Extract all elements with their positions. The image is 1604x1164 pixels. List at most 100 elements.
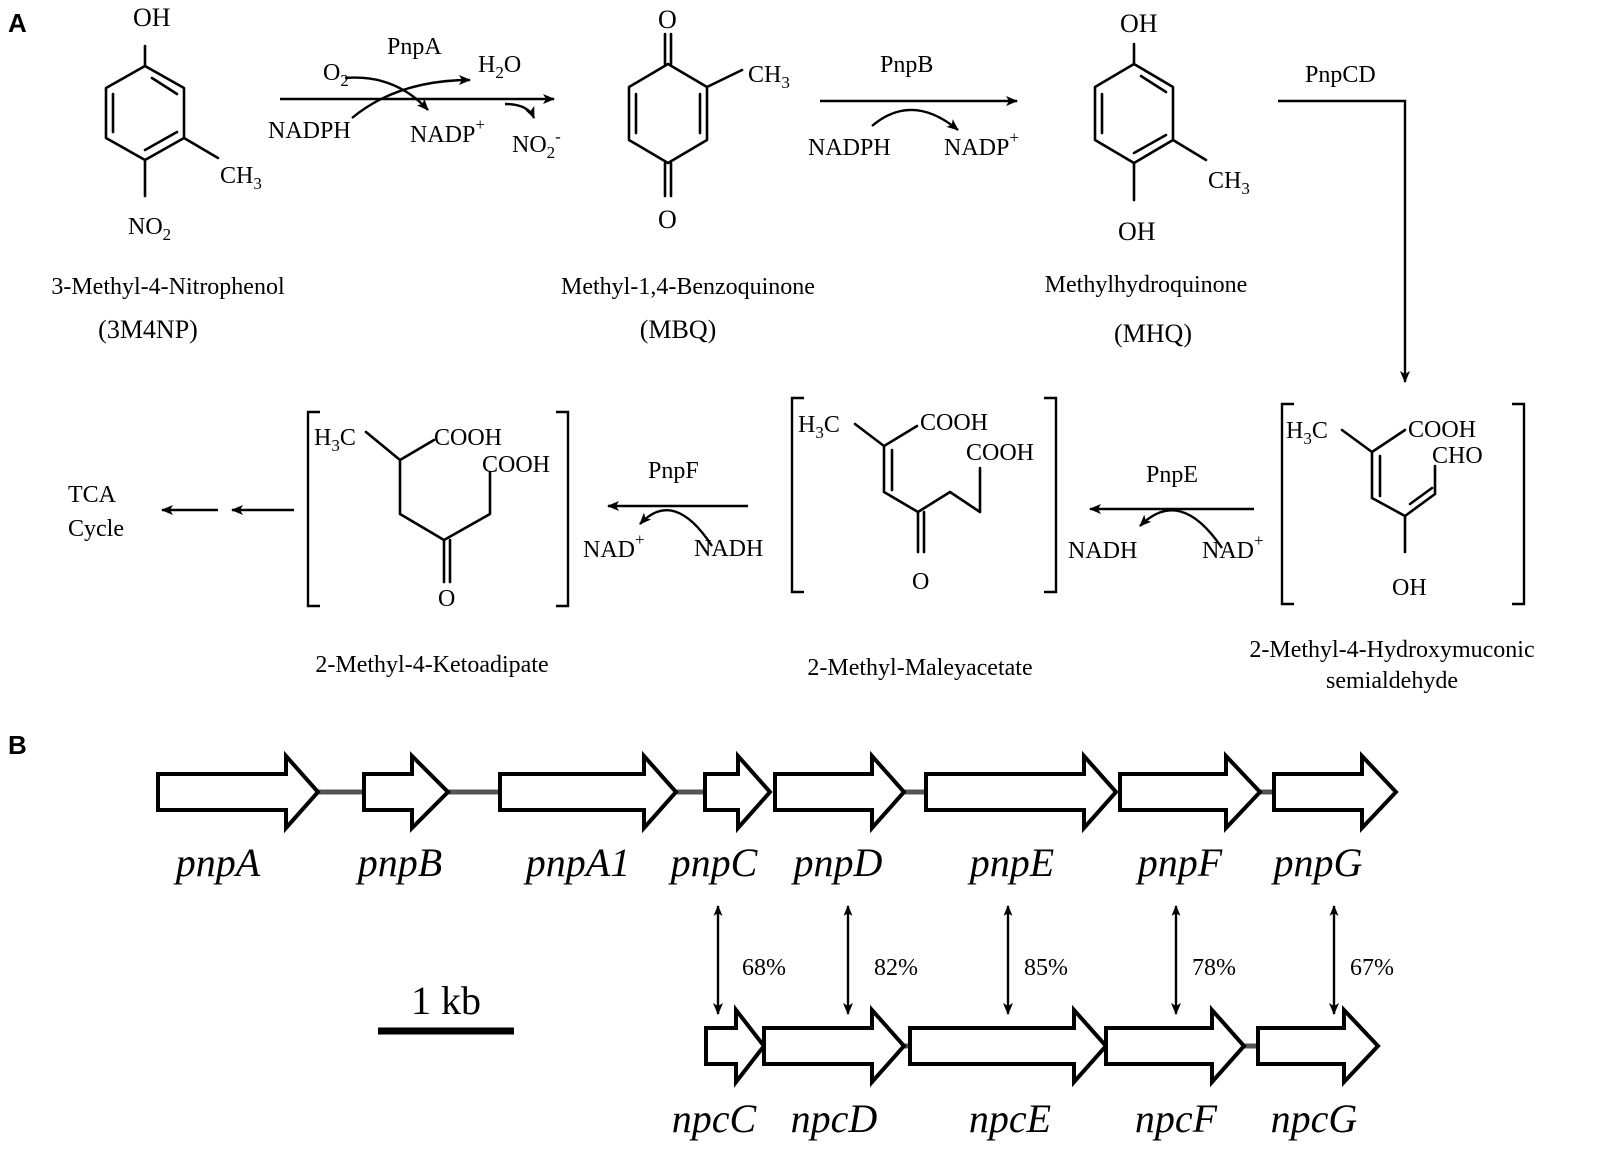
identity-e: 85% bbox=[1024, 955, 1068, 981]
label-o2: O2 bbox=[323, 60, 349, 90]
label-no2: NO2 bbox=[128, 214, 171, 244]
label-ch3: CH3 bbox=[220, 163, 262, 193]
gene-label-pnpd: pnpD bbox=[791, 840, 883, 885]
gene-arrow-pnpb bbox=[362, 751, 451, 833]
compound-hms-name-line1: 2-Methyl-4-Hydroxymuconic bbox=[1249, 637, 1534, 663]
gene-arrow-pnpa bbox=[156, 750, 321, 834]
gene-arrow-pnpg bbox=[1272, 750, 1399, 834]
compound-mhq-abbr: (MHQ) bbox=[1114, 319, 1192, 348]
enzyme-pnpf: PnpF bbox=[648, 458, 699, 484]
label-oh: OH bbox=[1392, 575, 1427, 601]
reaction-pnpf: PnpF NAD+ NADH bbox=[583, 458, 763, 563]
reaction-pnpe: PnpE NADH NAD+ bbox=[1068, 462, 1264, 564]
label-nadp-b: NADP+ bbox=[944, 128, 1019, 161]
label-oh-bottom: OH bbox=[1118, 217, 1156, 246]
label-nad-f: NAD+ bbox=[583, 530, 645, 563]
compound-mbq-structure: O O CH3 bbox=[627, 5, 790, 234]
label-h2o: H2O bbox=[478, 52, 521, 82]
enzyme-pnpcd: PnpCD bbox=[1305, 62, 1376, 88]
compound-mka-structure: H3C COOH COOH O bbox=[306, 410, 570, 612]
gene-arrow-npcc bbox=[704, 1004, 767, 1088]
gene-label-pnpb: pnpB bbox=[355, 840, 442, 885]
compound-mka-name: 2-Methyl-4-Ketoadipate bbox=[315, 652, 548, 678]
enzyme-pnpa: PnpA bbox=[387, 34, 442, 60]
label-cooh-1: COOH bbox=[920, 410, 988, 436]
gene-label-pnpa1: pnpA1 bbox=[523, 840, 630, 885]
label-oh: OH bbox=[133, 3, 171, 32]
compound-3m4np-name: 3-Methyl-4-Nitrophenol bbox=[51, 274, 285, 300]
reaction-pnpcd: PnpCD bbox=[1278, 62, 1410, 383]
bottom-gene-labels: npcC npcD npcE npcF npcG bbox=[672, 1096, 1358, 1141]
tca-label-line2: Cycle bbox=[68, 516, 124, 542]
enzyme-pnpb: PnpB bbox=[880, 52, 933, 78]
gene-label-pnpc: pnpC bbox=[668, 840, 759, 885]
identity-labels: 68% 82% 85% 78% 67% bbox=[742, 955, 1394, 981]
compound-mma-name: 2-Methyl-Maleyacetate bbox=[807, 655, 1032, 681]
label-h3c: H3C bbox=[1286, 418, 1328, 448]
label-cooh-2: COOH bbox=[482, 452, 550, 478]
gene-arrow-npcd bbox=[762, 1004, 907, 1088]
compound-mhq-name: Methylhydroquinone bbox=[1045, 272, 1248, 298]
label-no2-minus: NO2- bbox=[512, 127, 561, 162]
label-nadp-a: NADP+ bbox=[410, 115, 485, 148]
label-o-top: O bbox=[658, 5, 677, 34]
gene-arrow-pnpd bbox=[773, 750, 907, 834]
panel-a-label: A bbox=[8, 8, 27, 38]
scale-bar: 1 kb bbox=[378, 978, 514, 1035]
compound-mbq-abbr: (MBQ) bbox=[640, 315, 717, 344]
identity-d: 82% bbox=[874, 955, 918, 981]
tca-label-line1: TCA bbox=[68, 482, 117, 508]
label-h3c: H3C bbox=[798, 412, 840, 442]
compound-hms-structure: H3C COOH CHO OH bbox=[1280, 402, 1526, 606]
label-o: O bbox=[912, 569, 929, 595]
gene-arrow-pnpe bbox=[924, 750, 1119, 834]
label-nadh-e: NADH bbox=[1068, 538, 1137, 564]
label-nadh-f: NADH bbox=[694, 536, 763, 562]
identity-f: 78% bbox=[1192, 955, 1236, 981]
compound-mbq-name: Methyl-1,4-Benzoquinone bbox=[561, 274, 815, 300]
compound-hms-name-line2: semialdehyde bbox=[1326, 668, 1458, 694]
identity-c: 68% bbox=[742, 955, 786, 981]
gene-label-npcf: npcF bbox=[1135, 1096, 1218, 1141]
label-nadph-b: NADPH bbox=[808, 135, 891, 161]
label-nad-e: NAD+ bbox=[1202, 531, 1264, 564]
bottom-gene-arrows bbox=[704, 1004, 1381, 1088]
label-nadph-a: NADPH bbox=[268, 118, 351, 144]
compound-3m4np-structure: OH CH3 NO2 bbox=[104, 3, 262, 244]
gene-arrow-npcf bbox=[1104, 1004, 1247, 1088]
label-cooh-1: COOH bbox=[434, 425, 502, 451]
scale-bar-label: 1 kb bbox=[411, 978, 481, 1023]
compound-3m4np-abbr: (3M4NP) bbox=[98, 315, 198, 344]
top-gene-arrows bbox=[156, 750, 1399, 834]
label-h3c: H3C bbox=[314, 425, 356, 455]
gene-label-npcd: npcD bbox=[791, 1096, 878, 1141]
label-cooh-2: COOH bbox=[966, 440, 1034, 466]
gene-label-pnpf: pnpF bbox=[1135, 840, 1223, 885]
gene-label-pnpa: pnpA bbox=[173, 840, 261, 885]
reaction-pnpb: PnpB NADPH NADP+ bbox=[808, 52, 1019, 161]
compound-mhq-structure: OH OH CH3 bbox=[1093, 9, 1250, 246]
gene-label-pnpe: pnpE bbox=[967, 840, 1054, 885]
label-cho: CHO bbox=[1432, 443, 1483, 469]
top-gene-labels: pnpA pnpB pnpA1 pnpC pnpD pnpE pnpF pnpG bbox=[173, 840, 1363, 885]
label-o: O bbox=[438, 586, 455, 612]
gene-label-npce: npcE bbox=[969, 1096, 1051, 1141]
label-ch3: CH3 bbox=[748, 62, 790, 92]
gene-label-npcg: npcG bbox=[1271, 1096, 1358, 1141]
identity-g: 67% bbox=[1350, 955, 1394, 981]
homology-arrows bbox=[713, 905, 1339, 1015]
gene-arrow-npcg bbox=[1256, 1004, 1381, 1088]
label-cooh: COOH bbox=[1408, 417, 1476, 443]
gene-label-pnpg: pnpG bbox=[1271, 840, 1363, 885]
label-o-bottom: O bbox=[658, 205, 677, 234]
gene-arrow-pnpa1 bbox=[498, 750, 679, 834]
gene-arrow-pnpf bbox=[1118, 750, 1263, 834]
gene-arrow-npce bbox=[908, 1004, 1109, 1088]
enzyme-pnpe: PnpE bbox=[1146, 462, 1198, 488]
compound-mma-structure: H3C COOH COOH O bbox=[790, 396, 1058, 595]
label-ch3: CH3 bbox=[1208, 168, 1250, 198]
panel-b-label: B bbox=[8, 730, 27, 760]
gene-label-npcc: npcC bbox=[672, 1096, 758, 1141]
